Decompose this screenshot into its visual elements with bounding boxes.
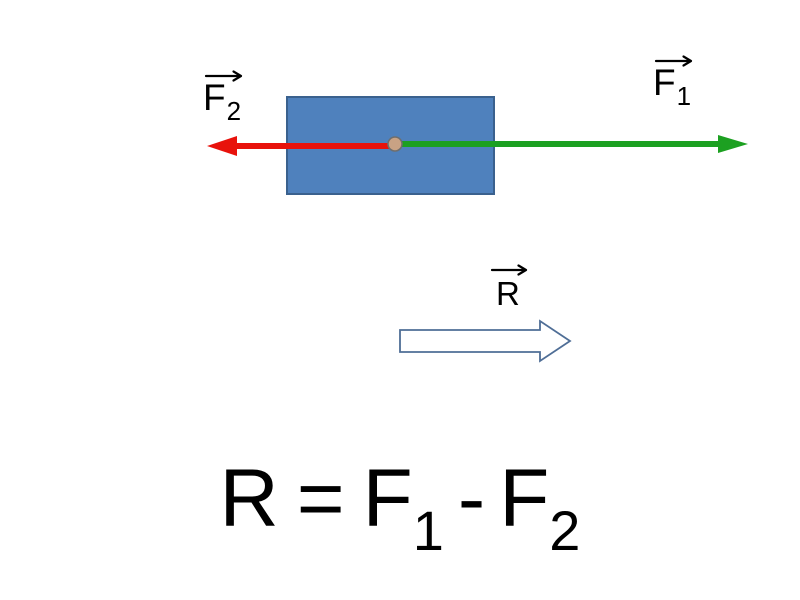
force-f2-arrow xyxy=(207,136,396,156)
f1-vector-hat-icon xyxy=(654,55,693,67)
resultant-arrow xyxy=(399,319,572,363)
formula-lhs: R xyxy=(219,453,279,544)
force-f1-arrow xyxy=(396,135,748,153)
label-r: R xyxy=(496,277,520,310)
label-f2-sub: 2 xyxy=(226,96,242,126)
label-f1: F1 xyxy=(653,62,691,109)
label-f1-base: F xyxy=(653,62,676,103)
formula-f1-base: F xyxy=(362,453,413,544)
formula-f2-base: F xyxy=(499,453,550,544)
formula: R=F1-F2 xyxy=(0,458,800,559)
r-vector-hat-icon xyxy=(490,264,528,276)
formula-equals: = xyxy=(296,453,345,544)
formula-f1-sub: 1 xyxy=(412,499,444,562)
label-r-base: R xyxy=(496,275,520,312)
label-f2: F2 xyxy=(203,77,241,124)
pivot-dot xyxy=(387,136,403,152)
label-f2-base: F xyxy=(203,77,226,118)
f2-vector-hat-icon xyxy=(204,70,243,82)
formula-f2-sub: 2 xyxy=(549,499,581,562)
formula-minus: - xyxy=(457,453,486,544)
label-f1-sub: 1 xyxy=(676,81,692,111)
